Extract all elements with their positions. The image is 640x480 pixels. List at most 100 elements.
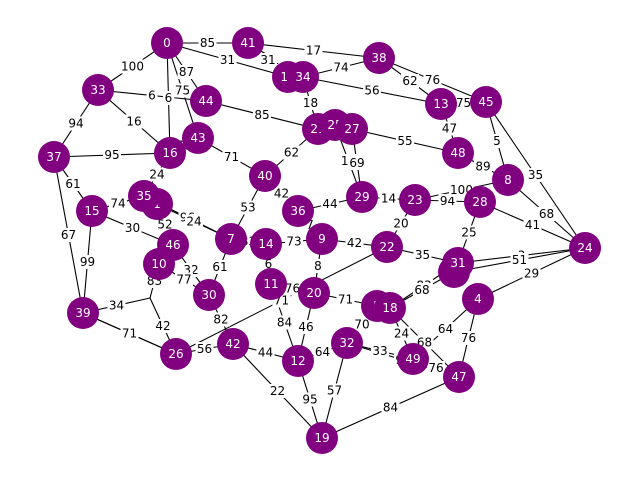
edge-label-background	[175, 272, 193, 287]
edge-label-background	[59, 228, 78, 242]
edge-weight-label: 47	[442, 122, 457, 136]
edge-weight-label: 7	[306, 218, 314, 232]
node-34: 34	[287, 61, 319, 93]
node-4: 4	[462, 283, 494, 315]
node-circle	[374, 292, 406, 324]
edge-label-background	[304, 43, 323, 58]
node-9: 9	[306, 223, 338, 255]
edge-label-background	[283, 281, 302, 296]
node-20: 20	[298, 277, 330, 309]
node-circle	[287, 61, 319, 93]
node-circle	[217, 328, 249, 360]
edge-label-background	[523, 218, 542, 232]
node-31: 31	[442, 247, 474, 279]
edge-weight-label: 6	[265, 257, 273, 271]
edge-label-background	[332, 60, 350, 75]
edge-weight-label: 64	[315, 345, 330, 359]
node-circle	[442, 247, 474, 279]
edge-label-background	[64, 177, 82, 191]
node-label: 41	[240, 36, 255, 50]
edge-label-background	[313, 345, 332, 359]
edge-weight-label: 24	[149, 168, 164, 182]
edge-label-background	[460, 225, 478, 240]
node-circle	[249, 160, 281, 192]
node-label: 37	[46, 150, 61, 164]
node-22: 22	[371, 231, 403, 263]
node-47: 47	[443, 361, 475, 393]
node-circle	[462, 283, 494, 315]
node-44: 44	[190, 85, 222, 117]
edge-label-background	[125, 114, 143, 129]
node-30: 30	[193, 279, 225, 311]
node-label: 19	[314, 431, 329, 445]
node-circle	[470, 86, 502, 118]
edge-label-background	[336, 292, 355, 307]
node-41: 41	[232, 27, 264, 59]
node-label: 0	[163, 36, 171, 50]
edge-weight-label: 55	[397, 134, 412, 148]
edge-weight-label: 24	[186, 215, 201, 229]
edge-label-background	[222, 150, 241, 164]
node-18: 18	[374, 292, 406, 324]
edge-weight-label: 87	[179, 65, 194, 79]
edge-weight-label: 25	[461, 226, 476, 240]
node-label: 39	[75, 306, 90, 320]
edge-label-background	[218, 53, 237, 67]
edge-weight-label: 22	[270, 384, 285, 398]
edge-label-background	[413, 248, 432, 262]
node-circle	[215, 223, 247, 255]
edge-label-background	[285, 234, 303, 249]
node-circle	[160, 338, 192, 370]
edge-weight-label: 18	[303, 96, 318, 110]
edge-weight-label: 35	[528, 168, 543, 182]
node-circle	[255, 268, 287, 300]
edge-weight-label: 20	[393, 217, 408, 231]
node-label: 44	[198, 94, 213, 108]
edge-label-background	[185, 214, 203, 229]
edge-label-background	[436, 322, 455, 336]
node-circle	[193, 279, 225, 311]
edge-label-background	[423, 73, 442, 87]
edge-weight-label: 44	[322, 197, 337, 211]
edge-weight-label: 71	[122, 327, 137, 341]
edge-weight-label: 76	[461, 331, 476, 345]
edge-weight-label: 68	[539, 207, 554, 221]
node-23: 23	[399, 184, 431, 216]
edge-weight-label: 56	[364, 84, 379, 98]
edge-weight-label: 57	[327, 384, 342, 398]
node-label: 27	[344, 122, 359, 136]
node-28: 28	[464, 186, 496, 218]
edge-label-background	[401, 74, 419, 88]
node-circle	[397, 343, 429, 375]
edge-label-background	[526, 168, 545, 182]
node-29: 29	[346, 181, 378, 213]
edge-weight-label: 46	[298, 320, 313, 334]
edge-label-background	[392, 326, 411, 341]
edge-label-background	[353, 317, 371, 332]
edge-weight-label: 94	[68, 117, 83, 131]
node-circle	[569, 232, 601, 264]
edge-label-background	[454, 96, 473, 110]
node-label: 7	[227, 232, 235, 246]
edge-label-background	[177, 65, 196, 79]
edge-weight-label: 76	[425, 73, 440, 87]
node-8: 8	[492, 164, 524, 196]
node-38: 38	[363, 42, 395, 74]
node-label: 12	[290, 354, 305, 368]
edge-label-background	[120, 326, 139, 341]
edge-label-background	[371, 344, 389, 358]
node-32: 32	[331, 327, 363, 359]
node-label: 36	[290, 204, 305, 218]
node-label: 26	[168, 347, 183, 361]
edge-label-background	[438, 194, 457, 208]
edge-weight-label: 67	[61, 228, 76, 242]
node-circle	[331, 327, 363, 359]
edge-weight-label: 95	[104, 148, 119, 162]
edge-label-background	[148, 167, 166, 182]
edge-label-background	[67, 116, 85, 131]
node-circle	[442, 137, 474, 169]
edge-weight-label: 76	[428, 361, 443, 375]
node-label: 9	[318, 232, 326, 246]
edge-label-background	[522, 266, 541, 281]
node-label: 29	[354, 190, 369, 204]
